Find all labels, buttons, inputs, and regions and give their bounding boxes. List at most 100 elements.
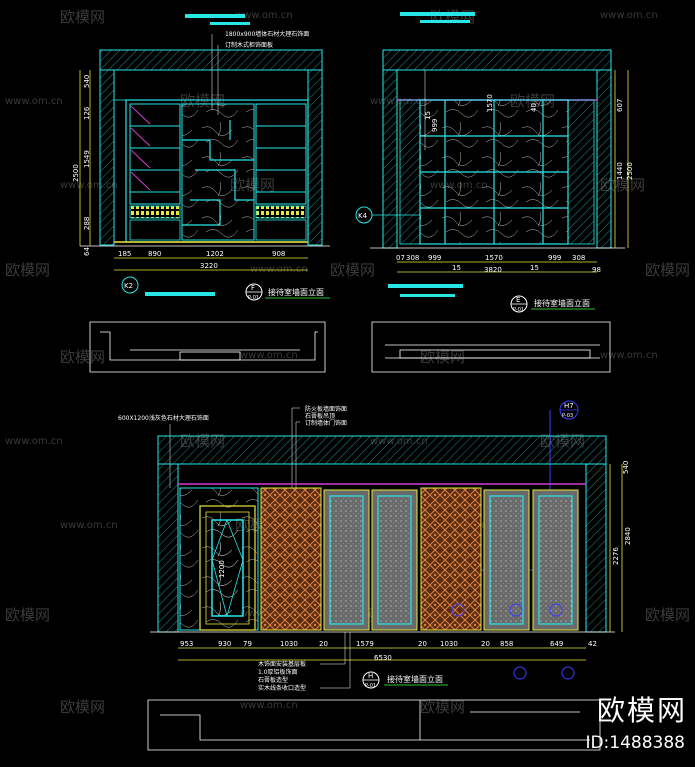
tag-sheet: P-01	[248, 295, 259, 301]
cyan-title-bar	[420, 20, 470, 23]
ceiling-slab	[157, 435, 607, 465]
panel-label: 1200	[218, 560, 226, 578]
marker-label: K4	[358, 212, 368, 220]
watermark-site: www.om.cn	[60, 180, 118, 191]
dimension-label: 540	[622, 461, 630, 474]
note-text: 订制木式柜饰面板	[225, 41, 273, 49]
dimension-label: 79	[243, 640, 252, 648]
watermark-brand: 欧模网	[420, 348, 465, 366]
right-wall	[307, 69, 323, 246]
watermark-site: www.om.cn	[240, 350, 298, 361]
note-text: 600X1200浅灰色石材大理石饰面	[118, 414, 209, 422]
marker-label: H7	[564, 402, 574, 410]
cyan-title-bar	[400, 294, 455, 297]
drawer-row	[255, 205, 307, 219]
dimension-label: 999	[431, 119, 439, 132]
plan-strip-right	[371, 321, 611, 373]
dimension-label: 953	[180, 640, 193, 648]
dimension-label: 1030	[280, 640, 298, 648]
dimension-label: 1570	[485, 254, 503, 262]
section-marker	[509, 603, 523, 617]
elevation-f: 1800x900墙体石材大理石饰面 订制木式柜饰面板	[72, 14, 330, 301]
right-wall	[596, 69, 612, 249]
dimension-label: 185	[118, 250, 131, 258]
dimension-label: 3820	[484, 266, 502, 274]
dimension-label: 07	[396, 254, 405, 262]
dimension-label: 2500	[72, 164, 80, 182]
left-wall	[382, 69, 398, 249]
site-logo: 欧模网	[596, 694, 687, 727]
ceiling-slab	[382, 49, 612, 71]
section-marker	[549, 603, 563, 617]
tag-sheet: P-01	[365, 683, 376, 689]
right-shelf-unit	[255, 103, 307, 205]
dimension-label: 930	[218, 640, 231, 648]
note-text: 防火板墙面饰面	[305, 405, 347, 413]
dimension-label: 908	[272, 250, 285, 258]
fabric-panels	[323, 489, 579, 631]
section-marker	[121, 276, 139, 294]
marker-sheet: P-03	[562, 413, 573, 419]
section-marker	[513, 666, 527, 680]
drawing-title: 接待室墙面立面	[268, 287, 324, 297]
drawing-title: 接待室墙面立面	[387, 674, 443, 684]
elevation-h: 600X1200浅灰色石材大理石饰面 防火板墙面饰面 石膏板吊顶 订制墙体门饰面…	[118, 400, 632, 692]
marker-label: K2	[124, 282, 133, 290]
watermark-brand: 欧模网	[645, 606, 690, 624]
dimension-label: 999	[428, 254, 441, 262]
watermark-brand: 欧模网	[60, 348, 105, 366]
tag-letter: H	[368, 672, 373, 680]
marble-niche	[181, 103, 255, 241]
note-text: 订制墙体门饰面	[305, 419, 347, 427]
note-text: 实木线条收口造型	[258, 684, 306, 692]
dimension-label: 1440	[616, 162, 624, 180]
dimension-label: 540	[83, 75, 91, 88]
left-wall	[157, 463, 179, 633]
watermark-brand: 欧模网	[5, 606, 50, 624]
lattice-screen-panel	[260, 487, 322, 631]
cyan-title-bar	[400, 12, 475, 16]
drawing-title: 接待室墙面立面	[534, 298, 590, 308]
cyan-title-bar	[210, 22, 250, 25]
cyan-title-bar	[185, 14, 245, 18]
watermark-brand: 欧模网	[330, 261, 375, 279]
dimension-label: 2276	[612, 547, 620, 565]
section-marker	[561, 666, 575, 680]
dimension-label: 20	[319, 640, 328, 648]
tag-sheet: P-01	[513, 307, 524, 313]
dimension-label: 42	[588, 640, 597, 648]
watermark-site: www.om.cn	[60, 520, 118, 531]
watermark-brand: 欧模网	[60, 8, 105, 26]
watermark-brand: 欧模网	[5, 261, 50, 279]
asset-id-label: ID:1488388	[585, 733, 685, 753]
watermark-site: www.om.cn	[235, 10, 293, 21]
watermark-site: www.om.cn	[600, 350, 658, 361]
lattice-screen-panel	[420, 487, 482, 631]
dimension-label: 288	[83, 217, 91, 230]
dimension-label: 64	[83, 247, 91, 256]
cyan-title-bar	[145, 292, 215, 296]
left-shelf-unit	[129, 103, 181, 205]
watermark-brand: 欧模网	[645, 261, 690, 279]
dimension-label: 15	[424, 111, 432, 120]
elevation-e: 1570 999 15 40 2500 1440 607 07 308 999 …	[355, 12, 634, 313]
dimension-label: 6530	[374, 654, 392, 662]
watermark-brand: 欧模网	[420, 698, 465, 716]
dimension-label: 15	[452, 264, 461, 272]
dimension-label: 607	[616, 99, 624, 112]
watermark-site: www.om.cn	[250, 264, 308, 275]
watermark-site: www.om.cn	[5, 96, 63, 107]
watermark-site: www.om.cn	[600, 10, 658, 21]
dimension-label: 858	[500, 640, 513, 648]
watermark-brand: 欧模网	[60, 698, 105, 716]
dimension-label: 2500	[626, 162, 634, 180]
right-wall	[585, 463, 607, 633]
dimension-label: 2840	[624, 527, 632, 545]
dimension-label: 15	[530, 264, 539, 272]
dimension-label: 999	[548, 254, 561, 262]
dimension-label: 308	[572, 254, 585, 262]
plan-strip-left	[89, 321, 326, 373]
dimension-label: 98	[592, 266, 601, 274]
dimension-label: 1202	[206, 250, 224, 258]
section-marker	[451, 603, 465, 617]
